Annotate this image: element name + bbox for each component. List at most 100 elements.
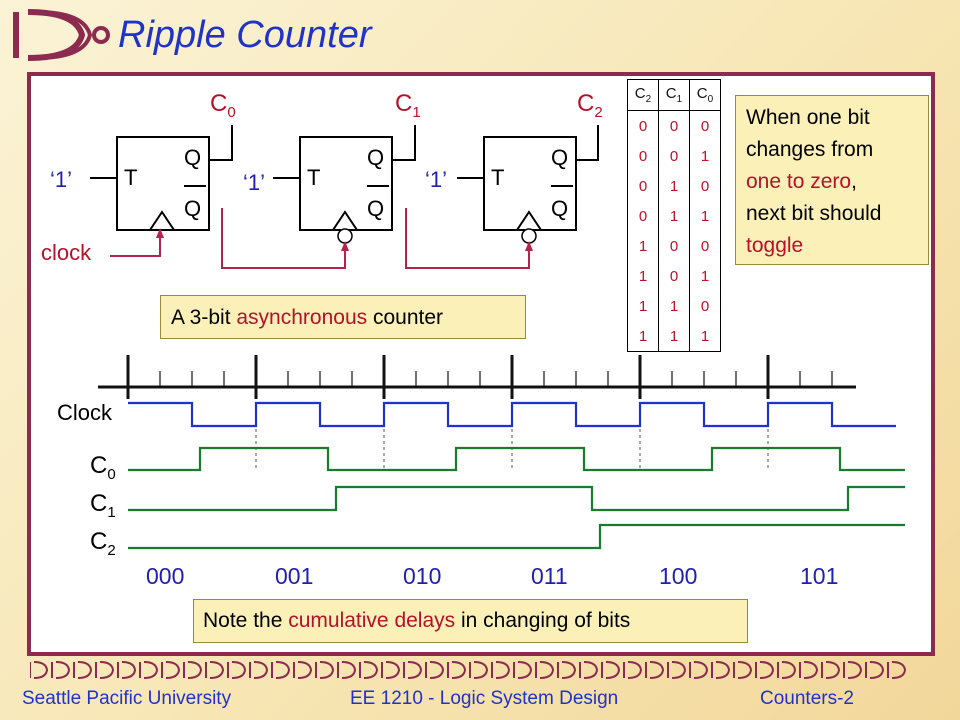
decorative-gate-glyph <box>513 661 533 679</box>
truth-table-cell: 1 <box>689 261 721 291</box>
decorative-gate-glyph <box>887 661 907 679</box>
decorative-gate-glyph <box>30 661 49 679</box>
truth-header-c2: C2 <box>627 79 659 111</box>
truth-table-cell: 0 <box>689 110 721 141</box>
ff2-t-label: T <box>491 165 505 190</box>
truth-table-cell: 0 <box>658 141 690 171</box>
state-label: 000 <box>146 563 185 589</box>
decorative-gate-glyph <box>601 661 621 679</box>
truth-header-c1: C1 <box>658 79 690 111</box>
decorative-gate-glyph <box>689 661 709 679</box>
decorative-gate-glyph <box>117 661 137 679</box>
state-label: 010 <box>403 563 442 589</box>
state-label: 011 <box>531 563 568 589</box>
truth-table-cell: 0 <box>689 171 721 201</box>
decorative-gate-glyph <box>535 661 555 679</box>
ff1-qbar-label: Q <box>367 196 385 221</box>
timing-clock-label: Clock <box>57 400 113 425</box>
truth-table-cell: 1 <box>627 291 659 321</box>
truth-table-cell: 0 <box>627 201 659 231</box>
truth-table-cell: 1 <box>658 291 690 321</box>
ff1-q-label: Q <box>367 145 385 170</box>
decorative-gate-glyph <box>249 661 269 679</box>
toggle-rule-note: When one bit changes from one to zero, n… <box>735 95 929 265</box>
decorative-gate-glyph <box>623 661 643 679</box>
decorative-gate-glyph <box>227 661 247 679</box>
truth-table-cell: 0 <box>658 261 690 291</box>
decorative-gate-glyph <box>711 661 731 679</box>
counter-caption: A 3-bit asynchronous counter <box>160 295 526 339</box>
truth-header-c0: C0 <box>689 79 721 111</box>
decorative-gate-glyph <box>183 661 203 679</box>
truth-table-cell: 0 <box>658 110 690 141</box>
output-c1-label: C1 <box>395 90 421 121</box>
decorative-gate-glyph <box>447 661 467 679</box>
decorative-gate-glyph <box>645 661 665 679</box>
truth-table-cell: 0 <box>689 291 721 321</box>
decorative-gate-glyph <box>557 661 577 679</box>
logic-gate-logo-icon <box>13 9 110 61</box>
decorative-gate-glyph <box>271 661 291 679</box>
decorative-gate-glyph <box>381 661 401 679</box>
decorative-gate-glyph <box>315 661 335 679</box>
cumulative-delay-note: Note the cumulative delays in changing o… <box>193 599 748 643</box>
ff1-input-one: ‘1’ <box>243 170 266 195</box>
truth-table-cell: 1 <box>658 321 690 352</box>
decorative-gate-glyph <box>865 661 885 679</box>
truth-table-cell: 0 <box>689 231 721 261</box>
decorative-gate-glyph <box>843 661 863 679</box>
ff2-q-label: Q <box>551 145 569 170</box>
ff0-input-one: ‘1’ <box>50 167 73 192</box>
decorative-gate-glyph <box>95 661 115 679</box>
decorative-gate-pattern <box>30 661 907 679</box>
footer-university: Seattle Pacific University <box>22 688 232 709</box>
ff0-t-label: T <box>124 165 138 190</box>
decorative-gate-glyph <box>755 661 775 679</box>
truth-table-cell: 1 <box>658 171 690 201</box>
state-label: 001 <box>275 563 314 589</box>
decorative-gate-glyph <box>205 661 225 679</box>
decorative-gate-glyph <box>777 661 797 679</box>
ff0-qbar-label: Q <box>184 196 202 221</box>
decorative-gate-glyph <box>359 661 379 679</box>
output-c0-label: C0 <box>210 90 236 121</box>
truth-table-cell: 1 <box>689 201 721 231</box>
output-c2-label: C2 <box>577 90 603 121</box>
truth-table-cell: 0 <box>627 171 659 201</box>
decorative-gate-glyph <box>821 661 841 679</box>
footer-course: EE 1210 - Logic System Design <box>350 688 619 709</box>
decorative-gate-glyph <box>51 661 71 679</box>
decorative-gate-glyph <box>425 661 445 679</box>
truth-table-cell: 1 <box>627 261 659 291</box>
ff1-t-label: T <box>307 165 321 190</box>
decorative-gate-glyph <box>293 661 313 679</box>
truth-table-cell: 0 <box>658 231 690 261</box>
truth-table-cell: 1 <box>658 201 690 231</box>
decorative-gate-glyph <box>667 661 687 679</box>
decorative-gate-glyph <box>139 661 159 679</box>
truth-table-cell: 1 <box>627 321 659 352</box>
timing-c0-label: C0 <box>90 452 116 483</box>
ff2-input-one: ‘1’ <box>425 167 448 192</box>
decorative-gate-glyph <box>73 661 93 679</box>
truth-table-cell: 1 <box>689 321 721 352</box>
decorative-gate-glyph <box>799 661 819 679</box>
truth-table-cell: 1 <box>627 231 659 261</box>
inverted-clock-bubble <box>521 228 537 244</box>
timing-c2-label: C2 <box>90 528 116 559</box>
decorative-gate-glyph <box>161 661 181 679</box>
truth-table-cell: 1 <box>689 141 721 171</box>
decorative-gate-glyph <box>337 661 357 679</box>
ff0-q-label: Q <box>184 145 202 170</box>
state-label: 101 <box>800 563 839 589</box>
